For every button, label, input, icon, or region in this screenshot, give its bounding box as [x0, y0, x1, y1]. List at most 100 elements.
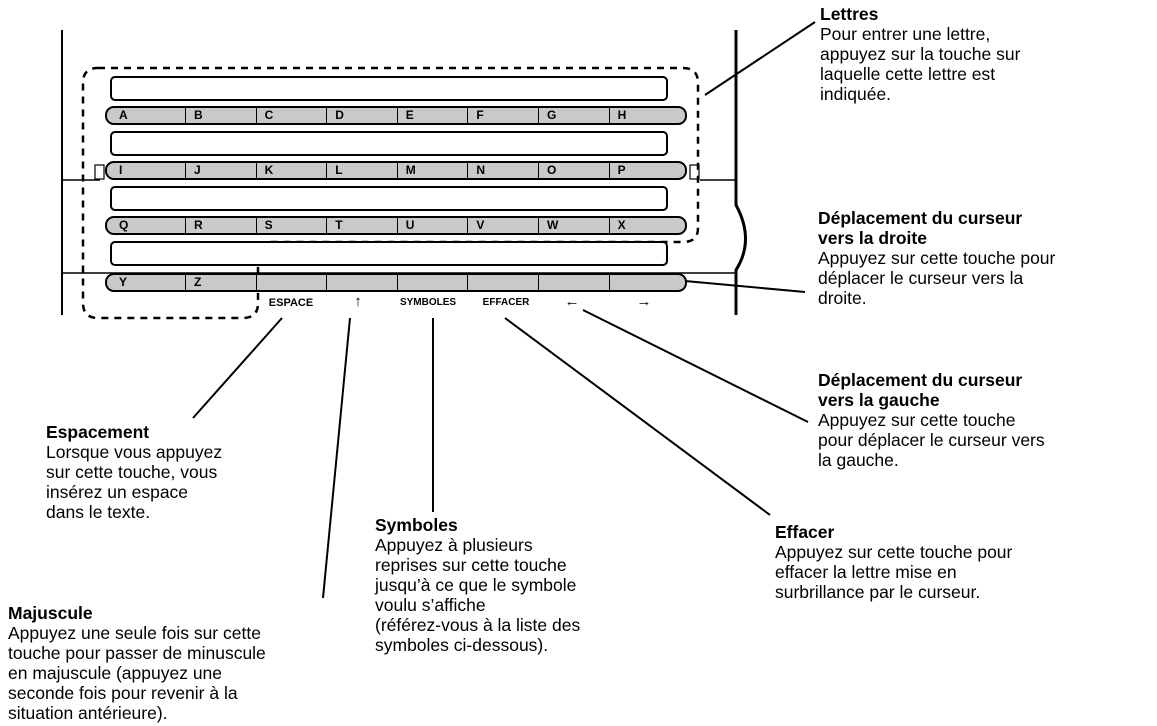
left-tab: [94, 164, 105, 180]
key-d[interactable]: D: [327, 108, 398, 123]
key-w[interactable]: W: [539, 218, 610, 233]
callout-lettres-line: indiquée.: [820, 84, 892, 104]
callout-symboles-line: voulu s’affiche: [375, 595, 486, 615]
key-a[interactable]: A: [107, 108, 186, 123]
callout-droite-line: déplacer le curseur vers la: [818, 268, 1024, 288]
callout-droite-line: Appuyez sur cette touche pour: [818, 248, 1056, 268]
label-effacer: EFFACER: [482, 297, 530, 308]
label-left-arrow: ←: [564, 293, 580, 310]
leader-majuscule: [322, 317, 351, 599]
callout-majuscule-line: seconde fois pour revenir à la: [8, 683, 238, 703]
key-f[interactable]: F: [468, 108, 539, 123]
label-symboles: SYMBOLES: [399, 297, 457, 308]
key-row-1: A B C D E F G H: [105, 106, 687, 125]
key-k[interactable]: K: [257, 163, 328, 178]
callout-lettres-line: appuyez sur la touche sur: [820, 44, 1021, 64]
callout-gauche-line: Appuyez sur cette touche: [818, 410, 1016, 430]
key-row-2: I J K L M N O P: [105, 161, 687, 180]
key-u[interactable]: U: [398, 218, 469, 233]
key-cursor-left[interactable]: [539, 275, 610, 290]
key-c[interactable]: C: [257, 108, 328, 123]
leader-gauche: [582, 309, 809, 423]
callout-droite: Déplacement du curseur vers la droite Ap…: [818, 208, 1055, 308]
callout-majuscule: Majuscule Appuyez une seule fois sur cet…: [8, 603, 266, 723]
key-row-3: Q R S T U V W X: [105, 216, 687, 235]
label-right-arrow: →: [636, 293, 652, 310]
callout-symboles-line: (référez-vous à la liste des: [375, 615, 581, 635]
key-s[interactable]: S: [257, 218, 328, 233]
device-right-edge: [734, 30, 747, 315]
key-n[interactable]: N: [468, 163, 539, 178]
callout-effacer-line: effacer la lettre mise en: [775, 562, 957, 582]
display-row-4: [110, 241, 668, 266]
callout-symboles-line: symboles ci-dessous).: [375, 635, 549, 655]
display-row-3: [110, 186, 668, 211]
callout-gauche-line: la gauche.: [818, 450, 899, 470]
key-t[interactable]: T: [327, 218, 398, 233]
leader-effacer: [504, 317, 771, 516]
key-r[interactable]: R: [186, 218, 257, 233]
key-delete[interactable]: [468, 275, 539, 290]
key-symbols[interactable]: [398, 275, 469, 290]
callout-effacer-line: surbrillance par le curseur.: [775, 582, 981, 602]
callout-espacement-line: sur cette touche, vous: [46, 462, 218, 482]
key-x[interactable]: X: [617, 218, 626, 232]
key-l[interactable]: L: [327, 163, 398, 178]
callout-espacement-line: insérez un espace: [46, 482, 189, 502]
key-v[interactable]: V: [468, 218, 539, 233]
display-row-2: [110, 131, 668, 156]
key-p[interactable]: P: [617, 163, 626, 177]
leader-droite: [684, 280, 806, 293]
callout-lettres-line: Pour entrer une lettre,: [820, 24, 991, 44]
callout-lettres: Lettres Pour entrer une lettre, appuyez …: [820, 4, 1020, 104]
callout-lettres-title: Lettres: [820, 4, 879, 24]
callout-effacer-line: Appuyez sur cette touche pour: [775, 542, 1013, 562]
callout-espacement-line: Lorsque vous appuyez: [46, 442, 223, 462]
leader-lettres: [704, 21, 816, 96]
callout-symboles-title: Symboles: [375, 515, 458, 535]
callout-symboles-line: jusqu’à ce que le symbole: [375, 575, 577, 595]
callout-espacement-line: dans le texte.: [46, 502, 151, 522]
callout-majuscule-title: Majuscule: [8, 603, 93, 623]
key-row-4: Y Z: [105, 273, 687, 292]
callout-droite-line: droite.: [818, 288, 867, 308]
key-g[interactable]: G: [539, 108, 610, 123]
right-tab: [689, 164, 700, 180]
key-h[interactable]: H: [617, 108, 627, 122]
callout-majuscule-line: Appuyez une seule fois sur cette: [8, 623, 261, 643]
key-space[interactable]: [257, 275, 328, 290]
label-espace: ESPACE: [268, 297, 314, 309]
key-b[interactable]: B: [186, 108, 257, 123]
key-j[interactable]: J: [186, 163, 257, 178]
key-cursor-right[interactable]: [610, 275, 685, 290]
callout-effacer: Effacer Appuyez sur cette touche pour ef…: [775, 522, 1012, 602]
label-shift-arrow: ↑: [354, 293, 362, 310]
key-i[interactable]: I: [107, 163, 186, 178]
callout-majuscule-line: touche pour passer de minuscule: [8, 643, 266, 663]
callout-espacement: Espacement Lorsque vous appuyez sur cett…: [46, 422, 222, 522]
key-shift[interactable]: [327, 275, 398, 290]
callout-symboles-line: reprises sur cette touche: [375, 555, 567, 575]
callout-symboles-line: Appuyez à plusieurs: [375, 535, 533, 555]
key-y[interactable]: Y: [107, 275, 186, 290]
callout-majuscule-line: en majuscule (appuyez une: [8, 663, 223, 683]
key-o[interactable]: O: [539, 163, 610, 178]
leader-espacement: [192, 317, 283, 419]
callout-droite-title: vers la droite: [818, 228, 927, 248]
key-e[interactable]: E: [398, 108, 469, 123]
key-m[interactable]: M: [398, 163, 469, 178]
callout-gauche-line: pour déplacer le curseur vers: [818, 430, 1045, 450]
callout-majuscule-line: situation antérieure).: [8, 703, 168, 723]
callout-symboles: Symboles Appuyez à plusieurs reprises su…: [375, 515, 580, 655]
key-z[interactable]: Z: [186, 275, 257, 290]
callout-lettres-line: laquelle cette lettre est: [820, 64, 996, 84]
callout-droite-title: Déplacement du curseur: [818, 208, 1023, 228]
display-row-1: [110, 76, 668, 101]
callout-espacement-title: Espacement: [46, 422, 150, 442]
key-q[interactable]: Q: [107, 218, 186, 233]
callout-gauche-title: vers la gauche: [818, 390, 940, 410]
callout-gauche: Déplacement du curseur vers la gauche Ap…: [818, 370, 1045, 470]
callout-effacer-title: Effacer: [775, 522, 835, 542]
callout-gauche-title: Déplacement du curseur: [818, 370, 1023, 390]
